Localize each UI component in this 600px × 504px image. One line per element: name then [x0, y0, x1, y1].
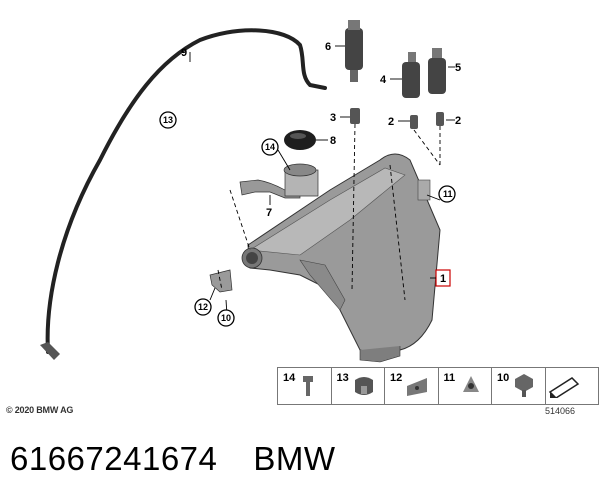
- reservoir-cap: [284, 130, 316, 150]
- fastener-legend: 14 13 12 11 10: [277, 367, 599, 405]
- callout-9: 9: [181, 47, 187, 59]
- svg-text:12: 12: [198, 302, 208, 312]
- callout-5: 5: [455, 62, 461, 74]
- legend-number: 11: [443, 372, 456, 384]
- legend-number: 13: [336, 372, 349, 384]
- part-number: 61667241674: [10, 440, 218, 477]
- legend-cell: [546, 368, 599, 404]
- callout-3: 3: [330, 112, 336, 124]
- legend-number: 12: [390, 372, 403, 384]
- svg-text:13: 13: [163, 115, 173, 125]
- washer-pump-6: [345, 28, 363, 70]
- callout-7: 7: [266, 207, 272, 219]
- exploded-parts-diagram: 9 6 3 4 5 2 2 8 7 1 13 14 11 12 10: [40, 20, 461, 363]
- callout-13: 13: [159, 111, 177, 129]
- bracket-icon: [407, 378, 427, 396]
- drawing-number: 514066: [545, 406, 576, 416]
- legend-cell: 13: [332, 368, 385, 404]
- brand-name: BMW: [253, 440, 336, 477]
- legend-cell: 12: [385, 368, 439, 404]
- callout-8: 8: [330, 135, 336, 147]
- svg-text:10: 10: [221, 313, 231, 323]
- callout-6: 6: [325, 41, 331, 53]
- callout-10: 10: [217, 309, 235, 327]
- callout-2a: 2: [388, 116, 394, 128]
- washer-pump-5: [428, 58, 446, 94]
- washer-hose: [45, 28, 327, 354]
- svg-text:14: 14: [265, 142, 275, 152]
- legend-number: 10: [497, 372, 510, 384]
- legend-cell: 10: [492, 368, 546, 404]
- washer-pump-4: [402, 62, 420, 98]
- callout-14: 14: [261, 138, 279, 156]
- callout-11: 11: [438, 185, 456, 203]
- spring-nut-icon: [462, 376, 479, 392]
- washer-fluid-reservoir: [247, 153, 441, 356]
- legend-cell: 14: [278, 368, 332, 404]
- screw-icon: [515, 374, 533, 397]
- svg-text:11: 11: [443, 189, 453, 199]
- arrow-icon: [548, 377, 579, 398]
- copyright-notice: © 2020 BMW AG: [6, 405, 74, 415]
- clip-icon: [303, 376, 313, 396]
- callout-4: 4: [380, 74, 387, 86]
- hose-clamp-icon: [354, 377, 373, 395]
- callout-1: 1: [440, 273, 446, 285]
- legend-cell: 11: [439, 368, 492, 404]
- part-number-footer: 61667241674 BMW: [10, 440, 336, 478]
- callout-12: 12: [194, 298, 212, 316]
- legend-number: 14: [283, 372, 296, 384]
- callout-2b: 2: [455, 115, 461, 127]
